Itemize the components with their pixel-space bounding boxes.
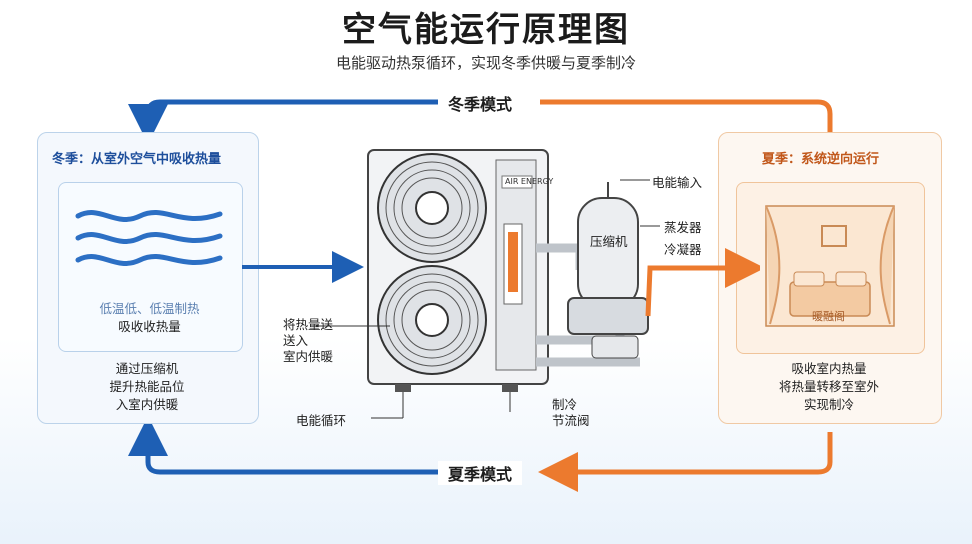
- winter-mode-label: 冬季模式: [438, 91, 523, 115]
- unit-badge: AIR ENERGY: [505, 177, 554, 186]
- heat-outflow-arrow: [645, 248, 760, 317]
- throttle-label-1: 制冷: [552, 397, 578, 412]
- power-input-label: 电能输入: [652, 175, 703, 190]
- winter-inner-text-1: 低温低、低温制热: [99, 301, 200, 316]
- summer-line-top: [540, 99, 833, 132]
- summer-caption-2: 将热量转移至室外: [778, 379, 879, 394]
- compressor-icon: [577, 197, 639, 309]
- summer-mode-label: 夏季模式: [438, 461, 523, 485]
- air-wave-icon: [75, 210, 223, 266]
- throttle-label-2: 节流阀: [552, 413, 590, 428]
- power-cycle-label: 电能循环: [296, 413, 347, 428]
- summer-panel-title: 夏季：系统逆向运行: [762, 152, 880, 167]
- winter-arrow-top: [128, 99, 440, 144]
- winter-arrow-bottom: [128, 416, 440, 475]
- heat-transfer-label-3: 室内供暖: [283, 349, 334, 364]
- lower-fan-icon: [377, 265, 487, 375]
- heat-pump-unit: [242, 149, 760, 419]
- room-label: 暖融阁: [812, 310, 845, 323]
- winter-panel-title: 冬季：从室外空气中吸收热量: [52, 152, 222, 167]
- page-subtitle: 电能驱动热泵循环，实现冬季供暖与夏季制冷: [335, 54, 636, 72]
- upper-fan-icon: [377, 153, 487, 263]
- evaporator-label: 蒸发器: [664, 220, 702, 235]
- heat-transfer-label-2: 送入: [283, 333, 309, 348]
- winter-caption-3: 入室内供暖: [115, 397, 179, 412]
- compressor-label: 压缩机: [590, 234, 628, 249]
- winter-caption-2: 提升热能品位: [109, 379, 185, 394]
- condenser-label: 冷凝器: [664, 242, 702, 257]
- page-title: 空气能运行原理图: [342, 10, 630, 50]
- summer-caption-3: 实现制冷: [803, 397, 854, 412]
- heat-transfer-label-1: 将热量送: [283, 317, 334, 332]
- summer-arrow-bottom: [538, 432, 833, 492]
- winter-caption-1: 通过压缩机: [115, 361, 179, 376]
- summer-caption-1: 吸收室内热量: [791, 361, 867, 376]
- bedroom-icon: [765, 205, 895, 327]
- winter-inner-text-2: 吸收收热量: [118, 319, 181, 334]
